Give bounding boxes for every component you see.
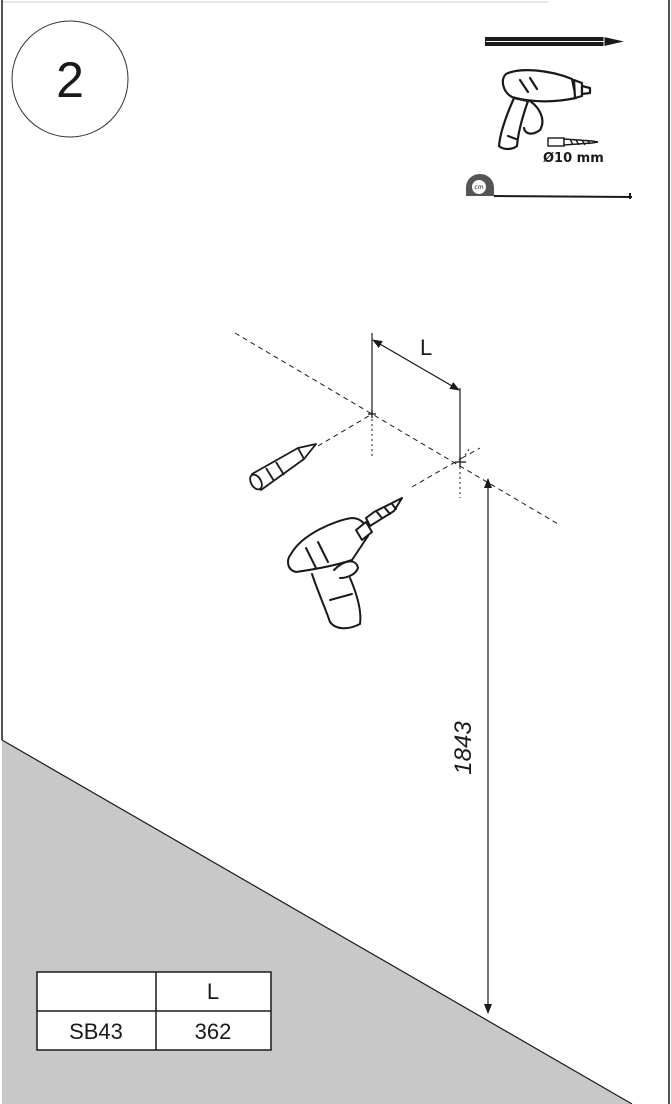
pencil-tool-icon xyxy=(485,37,624,46)
drill-illustration xyxy=(287,497,403,630)
measuring-tape-icon xyxy=(466,174,633,199)
step-number-badge: 2 xyxy=(11,20,129,138)
wall-plug-icon xyxy=(249,443,317,491)
hole-guide-lines xyxy=(371,414,471,498)
spec-table: L SB43 362 xyxy=(36,971,272,1051)
spacing-dimension xyxy=(371,333,461,458)
spec-table-header-length: L xyxy=(207,979,219,1004)
height-dimension-label: 1843 xyxy=(450,721,477,775)
wall-reference-lines xyxy=(234,332,559,525)
drill-tool-icon xyxy=(497,69,592,151)
spec-table-cell-length: 362 xyxy=(195,1019,232,1044)
spacing-dimension-label: L xyxy=(420,335,432,360)
tape-unit-label: cm xyxy=(474,184,483,191)
spec-table-cell-model: SB43 xyxy=(69,1019,123,1044)
step-number: 2 xyxy=(56,52,84,108)
drill-hole-marks xyxy=(368,410,466,467)
drill-bit-icon xyxy=(547,137,599,147)
floor-edge-line xyxy=(1,739,633,1104)
drill-bit-diameter-label: Ø10 mm xyxy=(543,151,604,166)
